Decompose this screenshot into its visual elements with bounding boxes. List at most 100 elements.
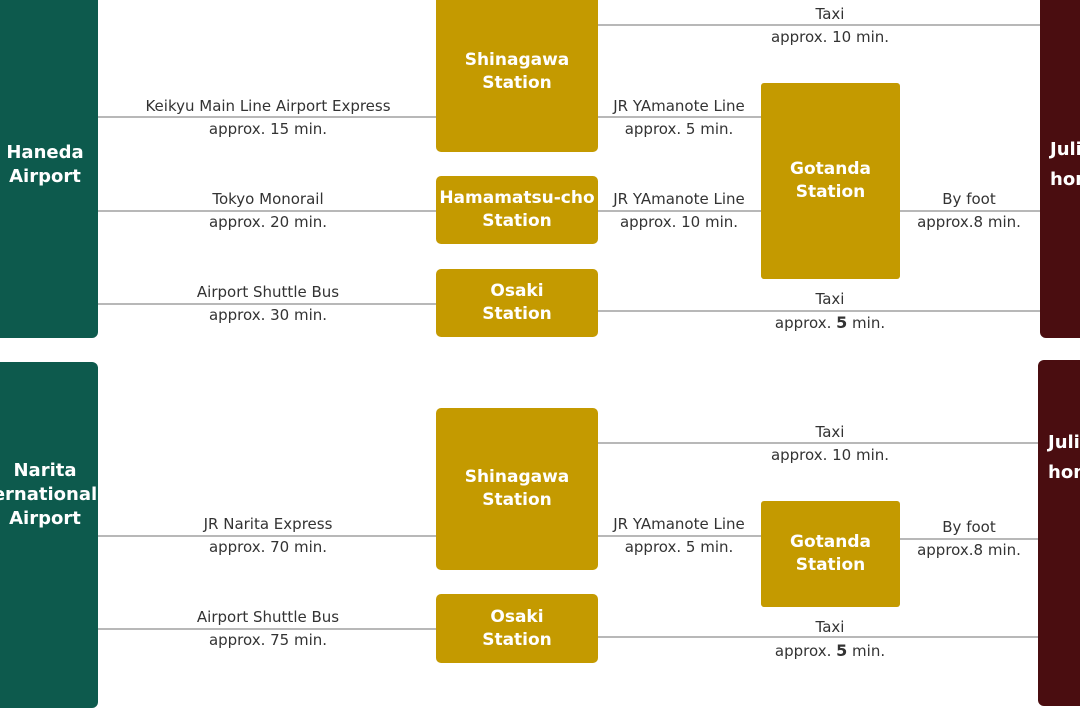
- route-time-suffix: min.: [847, 642, 886, 660]
- station-name-line: Shinagawa: [464, 467, 570, 487]
- connector-line: [596, 442, 1042, 444]
- route-name: Taxi: [815, 423, 845, 441]
- route-name: Airport Shuttle Bus: [196, 283, 340, 301]
- route-time: approx. 5 min.: [775, 311, 885, 335]
- connector-line: [98, 535, 438, 537]
- route-name: Taxi: [815, 5, 845, 23]
- station-name-line: Gotanda: [790, 159, 871, 179]
- route-label-narita-express: JR Narita Express approx. 70 min.: [204, 513, 333, 559]
- route-label-taxi: Taxi approx. 10 min.: [771, 3, 889, 49]
- station-name-line: Station: [482, 73, 552, 93]
- connector-line: [98, 628, 438, 630]
- airport-name-line: ernational: [0, 484, 98, 505]
- route-time: approx. 15 min.: [208, 120, 328, 138]
- connector-line: [596, 310, 1042, 312]
- destination-name-line: Julia: [1050, 139, 1080, 160]
- connector-line: [898, 210, 1042, 212]
- airport-name-line: Airport: [9, 166, 81, 187]
- destination-block: Julia hom: [1038, 360, 1080, 706]
- route-time: approx. 10 min.: [770, 446, 890, 464]
- route-time-suffix: min.: [983, 541, 1021, 559]
- station-name-line: Gotanda: [790, 532, 871, 552]
- route-time-prefix: approx.: [917, 541, 974, 559]
- route-time-number: 5: [836, 313, 848, 332]
- route-time-number: 8: [973, 213, 984, 231]
- route-time: approx. 5 min.: [775, 639, 885, 663]
- connector-line: [596, 210, 762, 212]
- route-time: approx. 20 min.: [208, 213, 328, 231]
- route-time: approx. 10 min.: [619, 213, 739, 231]
- route-time: approx.8 min.: [917, 211, 1021, 234]
- route-time-prefix: approx.: [774, 314, 832, 332]
- station-name-line: Osaki: [490, 606, 544, 627]
- route-time-number: 8: [973, 541, 984, 559]
- route-time: approx. 5 min.: [624, 538, 734, 556]
- connector-line: [596, 636, 1042, 638]
- connector-line: [98, 303, 438, 305]
- route-name: Taxi: [815, 618, 845, 636]
- connector-line: [596, 24, 1042, 26]
- route-name: Taxi: [815, 290, 845, 308]
- connector-line: [898, 538, 1042, 540]
- destination-name-line: Julia: [1048, 432, 1080, 453]
- route-time-suffix: min.: [847, 314, 886, 332]
- station-name-line: Station: [482, 490, 552, 510]
- connector-line: [98, 116, 438, 118]
- station-name-line: Hamamatsu-cho: [439, 188, 595, 208]
- route-time: approx. 70 min.: [208, 538, 328, 556]
- station-name-line: Station: [795, 182, 866, 202]
- route-label-jr-yamanote: JR YAmanote Line approx. 5 min.: [613, 95, 745, 141]
- destination-block: Julia hom: [1040, 0, 1080, 338]
- route-label-taxi: Taxi approx. 10 min.: [771, 421, 889, 467]
- route-time: approx. 10 min.: [770, 28, 890, 46]
- station-name-line: Osaki: [490, 281, 544, 301]
- route-name: Tokyo Monorail: [212, 190, 324, 208]
- route-name: By foot: [942, 518, 996, 536]
- route-time: approx.8 min.: [917, 539, 1021, 562]
- route-label-monorail: Tokyo Monorail approx. 20 min.: [209, 188, 327, 234]
- station-name-line: Station: [482, 211, 552, 231]
- route-name: JR YAmanote Line: [613, 97, 745, 115]
- route-name: JR YAmanote Line: [613, 190, 745, 208]
- station-name-line: Station: [482, 304, 552, 324]
- route-time-number: 5: [836, 641, 848, 660]
- route-label-foot: By foot approx.8 min.: [917, 188, 1021, 234]
- route-time: approx. 5 min.: [624, 120, 734, 138]
- route-time-prefix: approx.: [917, 213, 974, 231]
- route-label-shuttle: Airport Shuttle Bus approx. 30 min.: [197, 281, 339, 327]
- route-label-keikyu: Keikyu Main Line Airport Express approx.…: [145, 95, 390, 141]
- route-name: By foot: [942, 190, 996, 208]
- station-name-line: Shinagawa: [464, 50, 570, 70]
- route-label-foot: By foot approx.8 min.: [917, 516, 1021, 562]
- destination-name-line: hom: [1050, 169, 1080, 190]
- route-name: JR Narita Express: [203, 515, 333, 533]
- route-label-shuttle: Airport Shuttle Bus approx. 75 min.: [197, 606, 339, 652]
- route-time: approx. 75 min.: [208, 631, 328, 649]
- destination-name-line: hom: [1048, 462, 1080, 483]
- airport-name-line: Airport: [9, 508, 81, 529]
- route-time-suffix: min.: [983, 213, 1021, 231]
- connector-line: [596, 535, 762, 537]
- airport-name-line: Haneda: [6, 142, 84, 163]
- station-name-line: Station: [482, 629, 552, 650]
- route-name: Airport Shuttle Bus: [196, 608, 340, 626]
- route-time: approx. 30 min.: [208, 306, 328, 324]
- route-label-jr-yamanote: JR YAmanote Line approx. 5 min.: [613, 513, 745, 559]
- airport-name-line: Narita: [13, 460, 77, 481]
- route-label-taxi: Taxi approx. 5 min.: [775, 616, 885, 663]
- station-name-line: Station: [795, 555, 866, 575]
- route-name: Keikyu Main Line Airport Express: [145, 97, 391, 115]
- route-name: JR YAmanote Line: [613, 515, 745, 533]
- connector-line: [596, 116, 762, 118]
- route-time-prefix: approx.: [774, 642, 832, 660]
- route-label-jr-yamanote: JR YAmanote Line approx. 10 min.: [613, 188, 745, 234]
